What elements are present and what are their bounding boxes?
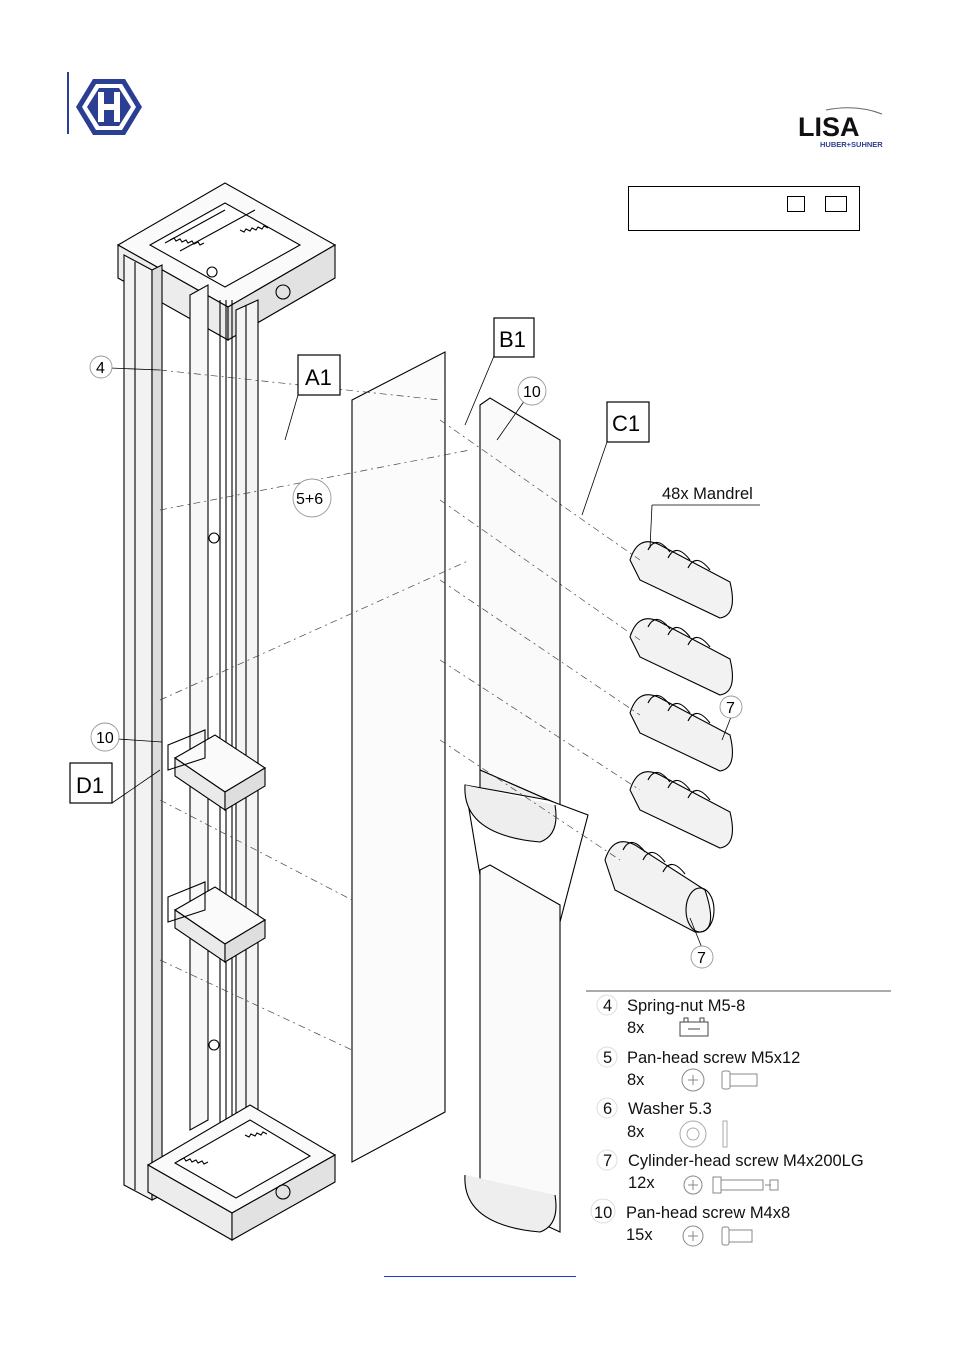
- callout-7-lower: 7: [697, 950, 706, 967]
- bracket-upper: [167, 729, 267, 812]
- callout-c1: C1: [612, 411, 640, 436]
- part-name: Pan-head screw M4x8: [626, 1204, 790, 1222]
- mandrel-label: 48x Mandrel: [662, 485, 753, 503]
- part-num: 7: [603, 1152, 612, 1170]
- part-num: 5: [603, 1049, 612, 1067]
- part-name: Cylinder-head screw M4x200LG: [628, 1152, 864, 1170]
- checkbox-1[interactable]: [787, 196, 805, 212]
- callout-4: 4: [96, 360, 105, 377]
- spring-nut-icon: [679, 1017, 709, 1037]
- callout-a1: A1: [305, 365, 332, 390]
- callout-d1: D1: [76, 773, 104, 798]
- checkbox-2[interactable]: [825, 196, 847, 212]
- pan-head-screw-icon: [681, 1068, 758, 1092]
- washer-icon: [679, 1120, 728, 1148]
- part-name: Spring-nut M5-8: [627, 997, 745, 1015]
- part-num: 10: [594, 1204, 612, 1222]
- check-box-frame: [628, 186, 860, 231]
- huber-suhner-logo: [76, 79, 142, 135]
- callout-5-6: 5+6: [296, 491, 323, 508]
- parts-list: 4 Spring-nut M5-8 8x 5 Pan-head screw M5…: [590, 994, 864, 1247]
- callout-10-left: 10: [96, 730, 114, 747]
- mandrel-group: [604, 541, 733, 933]
- part-qty: 8x: [627, 1123, 645, 1141]
- part-name: Pan-head screw M5x12: [627, 1049, 800, 1067]
- cylinder-head-screw-icon: [683, 1175, 779, 1195]
- lisa-logo-text: LISA: [798, 112, 860, 142]
- part-name: Washer 5.3: [628, 1100, 712, 1118]
- callout-b1: B1: [499, 327, 526, 352]
- lisa-logo: LISA HUBER+SUHNER: [798, 107, 883, 149]
- plate-a1: [351, 351, 446, 1163]
- spine-b1: [464, 397, 589, 1233]
- header-rule: [67, 72, 69, 134]
- part-qty: 8x: [627, 1019, 645, 1037]
- footer-link-underline[interactable]: [384, 1276, 576, 1277]
- lisa-logo-sub: HUBER+SUHNER: [820, 140, 883, 149]
- callout-7-upper: 7: [726, 700, 735, 717]
- part-num: 6: [603, 1100, 612, 1118]
- bracket-lower: [167, 881, 267, 964]
- part-num: 4: [603, 997, 612, 1015]
- rack-frame: [116, 182, 337, 1241]
- part-qty: 15x: [626, 1226, 653, 1244]
- part-qty: 12x: [628, 1174, 655, 1192]
- callout-10-top: 10: [523, 384, 541, 401]
- part-qty: 8x: [627, 1071, 645, 1089]
- pan-head-screw-small-icon: [682, 1225, 753, 1247]
